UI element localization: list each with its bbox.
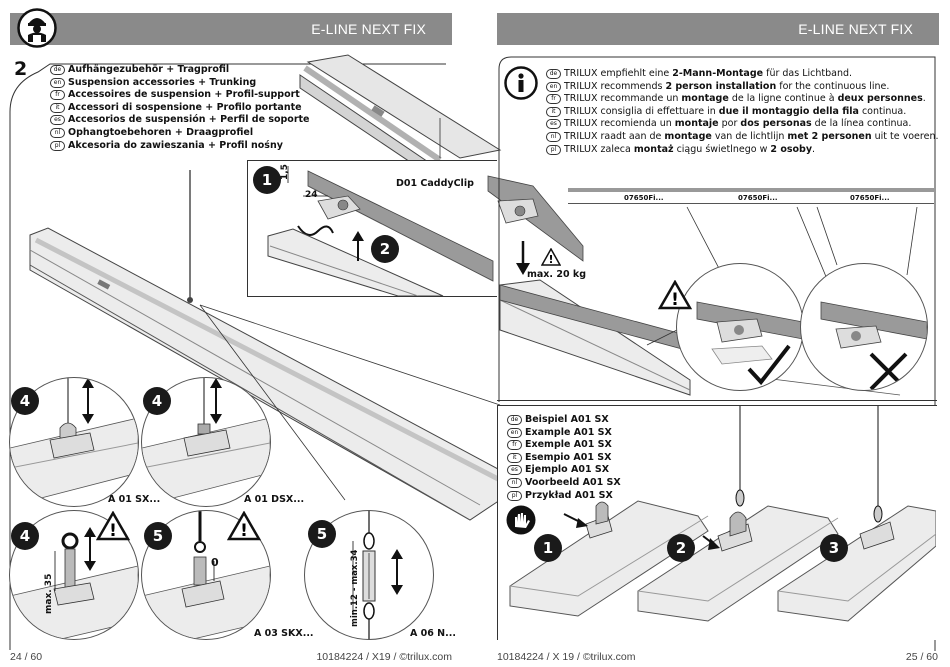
caddyclip-illustration <box>248 161 588 296</box>
svg-text:!: ! <box>109 521 117 541</box>
step-number: 2 <box>14 58 28 80</box>
detail-caption: A 06 N... <box>410 628 456 639</box>
installer-person-icon <box>17 8 57 48</box>
max-load-label: max. 20 kg <box>527 269 586 280</box>
detail-dim: 0 <box>211 556 219 569</box>
detail-badge: 4 <box>143 387 171 415</box>
detail-caption: A 01 DSX... <box>244 494 305 505</box>
info-icon <box>504 66 538 100</box>
left-doc-ref: 10184224 / X19 / ©trilux.com <box>316 651 452 663</box>
svg-text:!: ! <box>671 290 679 310</box>
correct-incorrect-panel <box>497 287 937 401</box>
detail-caption: A 03 SKX... <box>254 628 314 639</box>
detail-dim: max. 35 <box>44 573 54 614</box>
warning-triangle-icon: ! <box>96 511 130 541</box>
example-illustration <box>498 406 936 639</box>
warning-triangle-icon: ! <box>227 511 261 541</box>
trunking-label: 07650Fi... <box>850 194 890 202</box>
incorrect-mounting-circle <box>800 263 928 391</box>
trunking-label: 07650Fi... <box>624 194 664 202</box>
warning-triangle-icon: ! <box>658 280 692 310</box>
right-page-number: 25 / 60 <box>905 651 938 663</box>
detail-badge: 5 <box>308 520 336 548</box>
detail-dim: min.12 - max.34 <box>350 549 360 627</box>
example-step-badge: 2 <box>667 534 695 562</box>
caddy-dim-horizontal: 24 <box>305 190 318 200</box>
detail-badge: 4 <box>11 522 39 550</box>
left-header-bar: E-LINE NEXT FIX <box>10 13 452 45</box>
caddy-step-badge: 1 <box>253 166 281 194</box>
example-step-badge: 3 <box>820 534 848 562</box>
gloves-icon <box>506 505 536 535</box>
detail-badge: 4 <box>11 387 39 415</box>
warning-triangle-icon: ! <box>541 248 561 266</box>
right-doc-ref: 10184224 / X 19 / ©trilux.com <box>497 651 636 663</box>
caddy-step-badge: 2 <box>371 235 399 263</box>
detail-caption: A 01 SX... <box>108 494 161 505</box>
detail-badge: 5 <box>144 522 172 550</box>
left-header-title: E-LINE NEXT FIX <box>10 13 452 45</box>
trunking-label: 07650Fi... <box>738 194 778 202</box>
trunking-bar <box>568 188 934 204</box>
right-bracket <box>497 55 937 655</box>
svg-text:!: ! <box>240 521 248 541</box>
left-page-number: 24 / 60 <box>10 651 43 663</box>
luminaire-illustration <box>0 50 950 650</box>
right-header-title: E-LINE NEXT FIX <box>497 13 939 45</box>
caddy-dim-vertical: 1,5 <box>280 164 290 180</box>
svg-text:!: ! <box>548 253 553 266</box>
caddyclip-label: D01 CaddyClip <box>396 178 474 189</box>
right-header-bar: E-LINE NEXT FIX <box>497 13 939 45</box>
correct-mounting-circle <box>676 263 804 391</box>
example-step-badge: 1 <box>534 534 562 562</box>
step-bracket <box>8 52 448 652</box>
